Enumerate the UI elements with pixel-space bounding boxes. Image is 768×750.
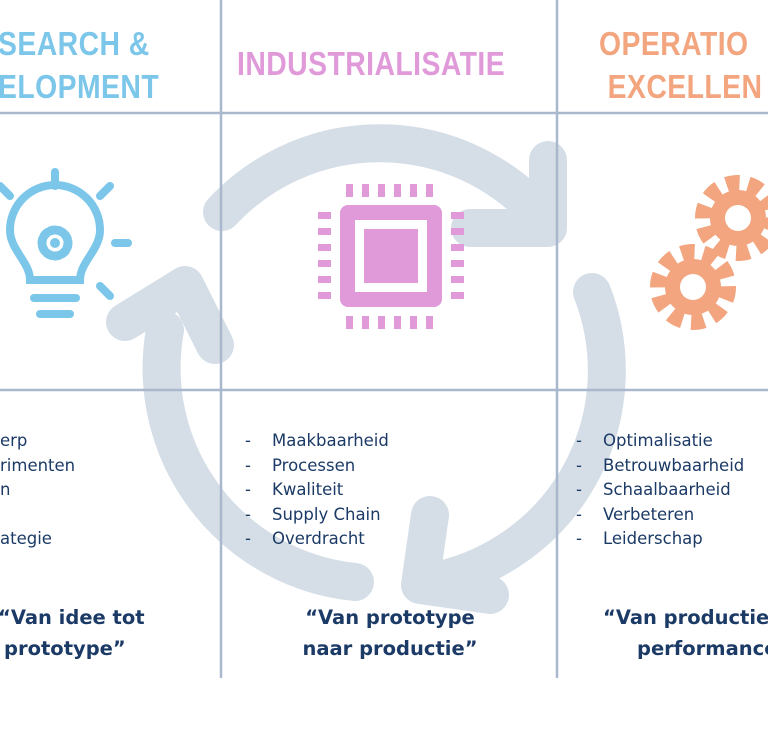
dash: - [245,504,251,524]
operational-quote: “Van productie performance [603,602,768,664]
quote-line: “Van prototype [305,606,475,629]
quote-line: naar productie” [302,637,478,660]
list-item: ategie [0,529,52,549]
item-text: Processen [272,455,356,475]
quote-line: “Van productie [603,606,768,629]
column-title-research-development: SEARCH & ELOPMENT [0,22,159,108]
industrialisatie-quote: “Van prototype naar productie” [290,602,490,664]
list-item: - Schaalbaarheid [576,478,744,503]
rd-quote: “Van idee tot prototype” [0,602,145,664]
list-item: erp [0,431,28,450]
chip-icon [318,184,464,329]
title-line: EXCELLEN [607,68,763,105]
item-text: Maakbaarheid [272,431,389,450]
cycle-arrow-icon [106,124,626,614]
list-item: - Overdracht [245,527,389,552]
list-item: - Supply Chain [245,503,389,528]
list-item: - Processen [245,454,389,479]
operational-item-list: - Optimalisatie - Betrouwbaarheid - Schaalb… [576,429,744,552]
list-item: n [0,480,11,500]
dash: - [576,480,582,500]
list-item: - Maakbaarheid [245,429,389,454]
list-item: - Kwaliteit [245,478,389,503]
lightbulb-gear-icon [0,168,132,318]
item-text: Overdracht [272,529,365,549]
list-item: - Optimalisatie [576,429,744,454]
dash: - [576,431,582,450]
dash: - [576,455,582,475]
dash: - [245,431,251,450]
grid-lines [0,0,768,678]
list-item: - Verbeteren [576,503,744,528]
item-text: Optimalisatie [603,431,713,450]
title-line: OPERATIO [599,25,749,62]
item-text: Betrouwbaarheid [603,455,745,475]
quote-line: “Van idee tot [0,606,145,629]
dash: - [576,529,582,549]
industrialisatie-item-list: - Maakbaarheid - Processen - Kwaliteit - Sup… [245,429,389,552]
list-item: - Betrouwbaarheid [576,454,744,479]
dash: - [245,529,251,549]
list-item [0,503,75,528]
quote-line: prototype” [4,637,126,660]
list-item: - Leiderschap [576,527,744,552]
title-line: ELOPMENT [0,68,160,105]
title-line: SEARCH & [0,25,150,62]
dash: - [245,455,251,475]
column-title-operational-excellence: OPERATIO EXCELLEN [599,22,762,108]
item-text: Verbeteren [603,504,695,524]
dash: - [245,480,251,500]
quote-line: performance [637,637,768,660]
list-item: rimenten [0,455,76,475]
rd-item-list: erp rimenten n ategie [0,429,75,552]
title-line: INDUSTRIALISATIE [237,45,506,82]
gears-icon [650,175,768,330]
item-text: Kwaliteit [272,480,344,500]
column-title-industrialisatie: INDUSTRIALISATIE [237,42,505,85]
dash: - [576,504,582,524]
item-text: Supply Chain [272,504,381,524]
item-text: Leiderschap [603,529,703,549]
item-text: Schaalbaarheid [603,480,731,500]
